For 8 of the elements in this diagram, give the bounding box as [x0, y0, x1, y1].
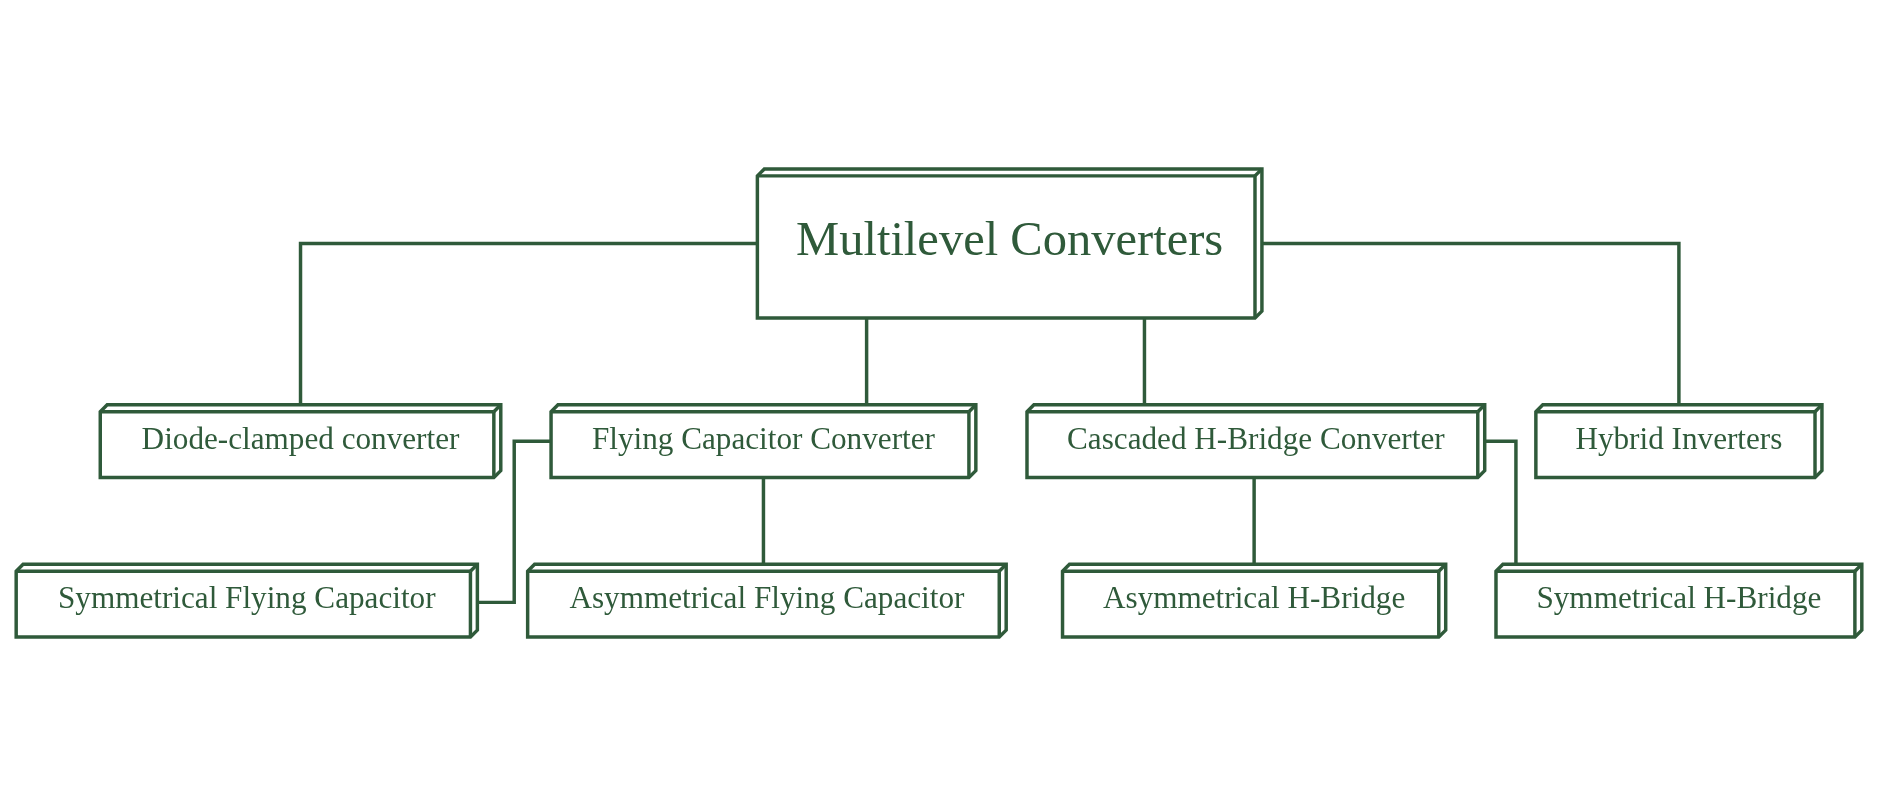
connector: [477, 438, 551, 604]
connector: [1262, 241, 1681, 404]
connector: [864, 317, 869, 404]
connector: [1142, 317, 1147, 404]
connector: [298, 241, 758, 404]
connector: [1485, 438, 1518, 564]
connector: [761, 477, 766, 564]
connector: [1252, 477, 1256, 564]
